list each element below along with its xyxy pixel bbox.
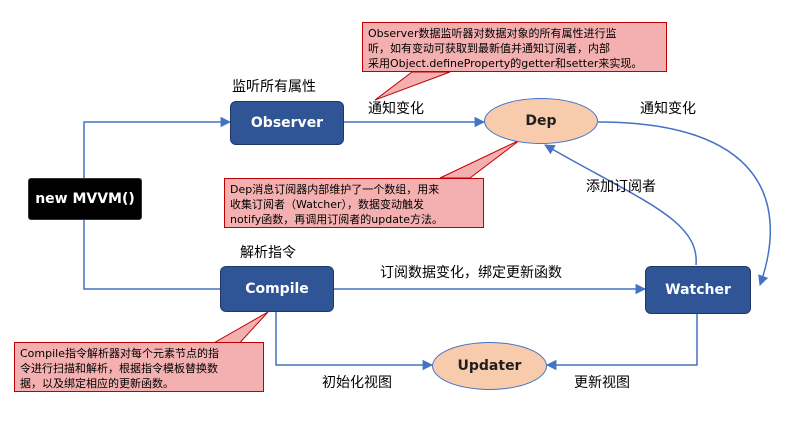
mvvm-to-compile-arrow [83, 220, 232, 295]
dep-to-watcher-arrow [597, 121, 772, 286]
compile-note-line: 令进行扫描和解析，根据指令模板替换数 [20, 362, 218, 375]
dep-note: Dep消息订阅器内部维护了一个数组，用来 收集订阅者（Watcher），数据变动… [224, 178, 484, 228]
compile-top-label: 解析指令 [240, 245, 296, 261]
observer-note-line: Observer数据监听器对数据对象的所有属性进行监 [368, 27, 617, 40]
observer-note-pointer [374, 71, 451, 101]
compile-node[interactable]: Compile [220, 266, 334, 312]
compile-to-updater-arrow [275, 312, 434, 371]
observer-node[interactable]: Observer [230, 101, 344, 145]
dep-node[interactable]: Dep [484, 98, 598, 144]
mvvm-node[interactable]: new MVVM() [28, 178, 142, 220]
observer-note-line: 采用Object.defineProperty的getter和setter来实现… [368, 57, 643, 70]
compile-note: Compile指令解析器对每个元素节点的指 令进行扫描和解析，根据指令模板替换数… [14, 342, 264, 392]
observer-note-line: 听，如有变动可获取到最新值并通知订阅者，内部 [368, 42, 610, 55]
compile-note-line: Compile指令解析器对每个元素节点的指 [20, 347, 219, 360]
observer-note: Observer数据监听器对数据对象的所有属性进行监 听，如有变动可获取到最新值… [362, 22, 667, 72]
observer-top-label: 监听所有属性 [232, 79, 316, 95]
dep-note-pointer [439, 139, 521, 179]
observer-to-dep-label: 通知变化 [368, 101, 424, 117]
dep-note-line: notify函数，再调用订阅者的update方法。 [230, 213, 444, 226]
dep-to-watcher-label: 通知变化 [640, 101, 696, 117]
watcher-node[interactable]: Watcher [645, 266, 751, 314]
watcher-to-dep-arrow [544, 144, 697, 266]
dep-note-line: 收集订阅者（Watcher），数据变动触发 [230, 198, 425, 211]
dep-note-line: Dep消息订阅器内部维护了一个数组，用来 [230, 183, 440, 196]
compile-to-watcher-label: 订阅数据变化，绑定更新函数 [380, 265, 562, 281]
compile-to-updater-label: 初始化视图 [322, 375, 392, 391]
watcher-to-updater-label: 更新视图 [574, 375, 630, 391]
watcher-to-dep-label: 添加订阅者 [586, 179, 656, 195]
watcher-to-updater-arrow [545, 313, 698, 371]
updater-node[interactable]: Updater [432, 342, 547, 390]
mvvm-to-observer-arrow [83, 116, 232, 178]
compile-note-line: 据，以及绑定相应的更新函数。 [20, 377, 174, 390]
